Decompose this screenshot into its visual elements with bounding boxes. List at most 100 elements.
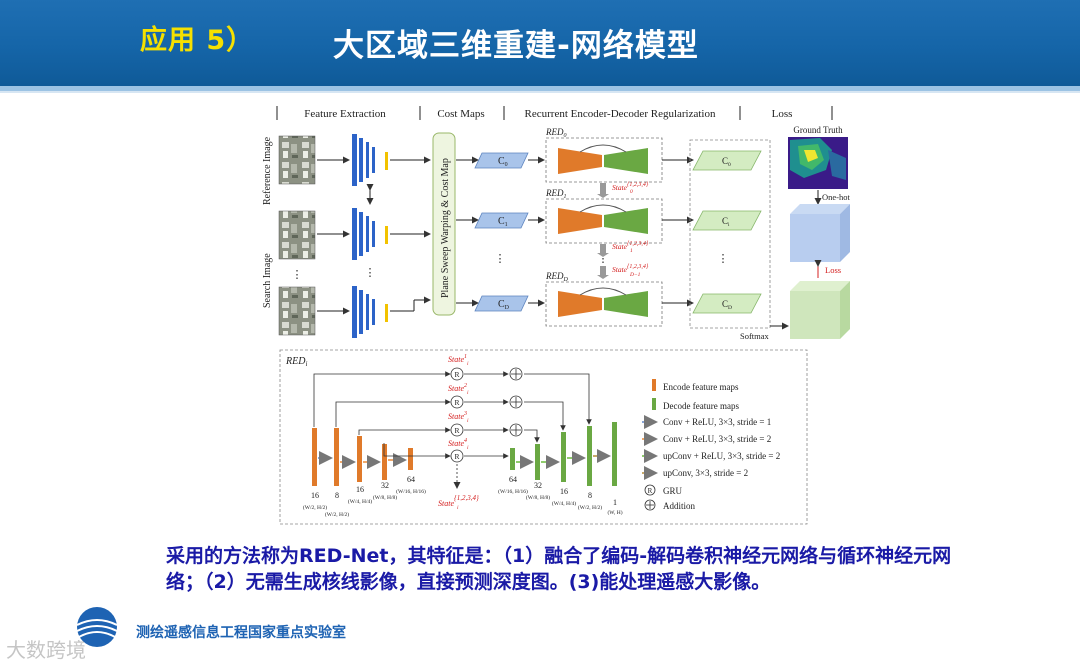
red-label: RED: [545, 127, 564, 137]
gru-symbol: R: [454, 370, 459, 379]
svg-text:State4: State4: [448, 437, 467, 448]
red-label: RED: [545, 271, 564, 281]
cost-map-sub: 1: [505, 222, 508, 228]
state-sub: i: [467, 445, 469, 451]
softmax-label: Softmax: [740, 331, 770, 341]
channel-count: 64: [407, 475, 415, 484]
state-sup: {1,2,3,4}: [627, 181, 649, 188]
cost-map-d: CD: [456, 296, 544, 311]
state-sub: i: [467, 390, 469, 396]
feature-extraction-reference: [352, 134, 388, 186]
state-sub: i: [467, 418, 469, 424]
regularized-map-0: C0: [662, 151, 761, 170]
layer-size: (W/2, H/2): [325, 511, 349, 518]
loss-label: Loss: [825, 265, 841, 275]
state-sub: 0: [630, 189, 633, 195]
regularized-map-1: Ci: [662, 211, 761, 230]
state-sub: D−1: [629, 272, 641, 278]
red-block-d: REDD: [545, 271, 662, 326]
probability-volume: [790, 281, 850, 339]
search-aerial-image-1: [279, 211, 315, 259]
state-sup: 3: [463, 411, 467, 417]
layer-size: (W/2, H/2): [303, 504, 327, 511]
cost-map-sub: 0: [505, 162, 508, 168]
layer-size: (W/8, H/8): [526, 494, 550, 501]
search-aerial-image-2: [279, 287, 315, 335]
feature-ellipsis: ⋮: [365, 267, 376, 279]
stage-label-feature-extraction: Feature Extraction: [304, 108, 386, 120]
regularized-ellipsis: ⋮: [718, 253, 729, 265]
state-label: State: [438, 499, 454, 508]
state-sup: 2: [464, 383, 467, 389]
svg-text:State3: State3: [448, 411, 467, 421]
state-sup: 1: [464, 354, 467, 360]
image-ellipsis: ⋮: [292, 269, 303, 281]
gru-symbol: R: [454, 398, 459, 407]
channel-count: 8: [335, 491, 339, 500]
state-sub: i: [467, 361, 469, 367]
channel-count: 64: [509, 475, 517, 484]
stage-header: Feature Extraction Cost Maps Recurrent E…: [277, 106, 832, 120]
state-sub: 1: [630, 248, 633, 254]
lab-name: 测绘遥感信息工程国家重点实验室: [136, 622, 346, 642]
cost-map-ellipsis: ⋮: [495, 253, 506, 265]
decoder-feature-maps: [510, 422, 617, 486]
ground-truth-label: Ground Truth: [793, 125, 843, 135]
state-label: State: [448, 384, 464, 393]
channel-count: 16: [560, 487, 568, 496]
method-description: 采用的方法称为RED-Net，其特征是：（1）融合了编码-解码卷积神经元网络与循…: [166, 543, 966, 595]
gru-symbol: R: [454, 426, 459, 435]
reference-aerial-image: [279, 136, 315, 184]
channel-count: 8: [588, 491, 592, 500]
svg-text:State1: State1: [448, 354, 467, 364]
one-hot-volume: [790, 204, 850, 262]
layer-size: (W/16, H/16): [396, 488, 426, 495]
svg-text:State2: State2: [448, 383, 467, 393]
ground-truth-depth-map: [788, 137, 848, 189]
one-hot-label: One-hot: [822, 192, 850, 202]
state-transfer-0: State{1,2,3,4} 0: [597, 181, 649, 198]
channel-count: 32: [381, 481, 389, 490]
svg-text:RED0: RED0: [545, 127, 567, 139]
regularized-map-d: CD: [662, 294, 761, 313]
gru-symbol: R: [454, 452, 459, 461]
state-transfer-1: State{1,2,3,4} 1: [597, 240, 649, 257]
state-label: State: [612, 265, 628, 274]
red-block-0: RED0: [545, 127, 662, 182]
svg-text:RED1: RED1: [545, 188, 567, 200]
state-label: State: [448, 355, 464, 364]
state-label: State: [612, 183, 628, 192]
state-sup: 4: [464, 437, 467, 444]
state-sup: {1,2,3,4}: [627, 263, 649, 270]
feature-extraction-search-1: [352, 208, 388, 260]
legend: Encode feature maps Decode feature maps …: [642, 379, 780, 511]
legend-item: Conv + ReLU, 3×3, stride = 1: [663, 417, 771, 427]
state-label: State: [448, 439, 464, 448]
layer-size: (W/4, H/4): [552, 500, 576, 507]
legend-item: Conv + ReLU, 3×3, stride = 2: [663, 434, 771, 444]
red-label: RED: [545, 188, 564, 198]
reference-image-label: Reference Image: [262, 136, 273, 205]
watermark: 大数跨境: [6, 634, 86, 663]
state-sub: i: [457, 505, 459, 511]
legend-item: Decode feature maps: [663, 401, 739, 411]
search-image-label: Search Image: [262, 253, 273, 308]
cost-map-0: C0: [456, 153, 544, 168]
layer-size: (W/4, H/4): [348, 498, 372, 505]
svg-text:REDi: REDi: [285, 356, 307, 368]
layer-size: (W/2, H/2): [578, 504, 602, 511]
stage-label-red-regularization: Recurrent Encoder-Decoder Regularization: [525, 108, 716, 120]
legend-item: upConv, 3×3, stride = 2: [663, 468, 748, 478]
channel-count: 16: [356, 485, 364, 494]
red-i-title: RED: [285, 356, 306, 367]
addition-nodes: [510, 368, 522, 436]
state-label: State: [612, 242, 628, 251]
channel-count: 32: [534, 481, 542, 490]
cost-map-1: C1: [456, 213, 544, 228]
plane-sweep-label: Plane Sweep Warping & Cost Map: [440, 158, 451, 298]
cr-sub: D: [728, 305, 732, 311]
stage-label-loss: Loss: [772, 108, 793, 120]
legend-item: Addition: [663, 501, 696, 511]
feature-extraction-search-2: [352, 286, 388, 338]
layer-size: (W/16, H/16): [498, 488, 528, 495]
